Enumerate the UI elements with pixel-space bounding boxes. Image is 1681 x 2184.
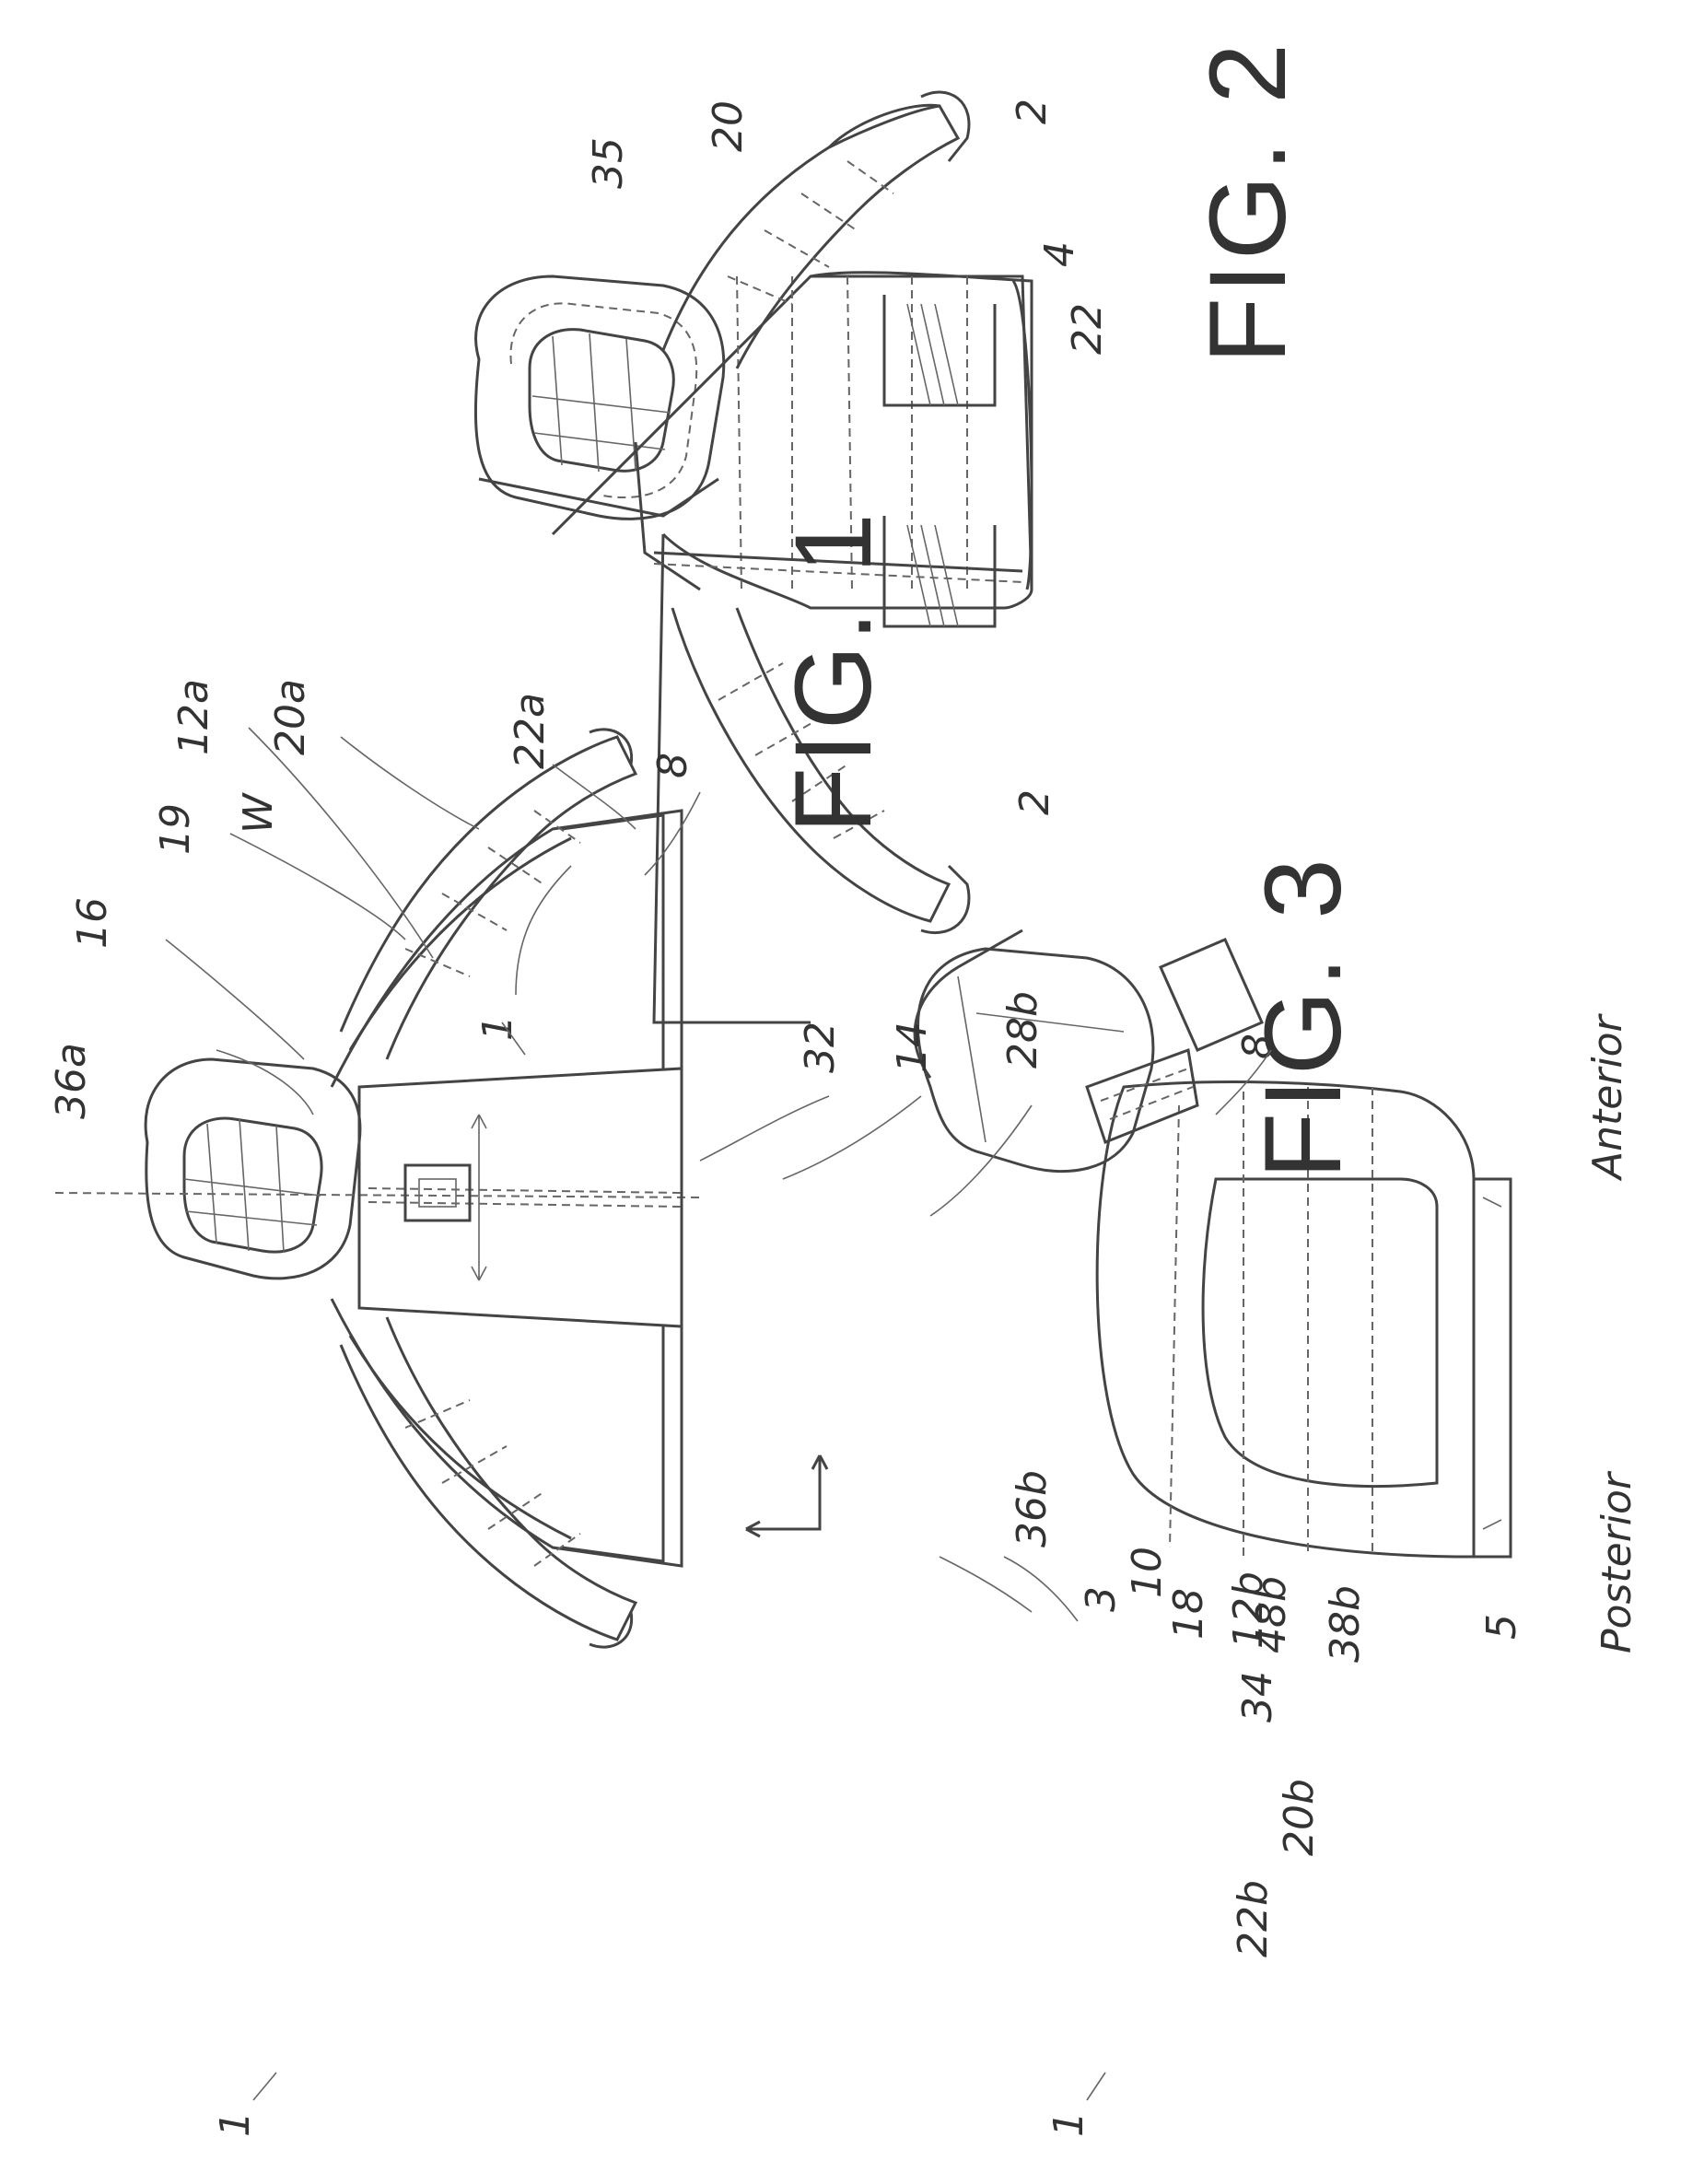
ref-3: 3 (1078, 1586, 1125, 1612)
ref-20: 20 (705, 100, 752, 152)
figure-titles: FIG. 1 FIG. 2 FIG. 3 (773, 40, 1364, 1179)
ref-8-fig3: 8 (1234, 1034, 1281, 1059)
ref-32: 32 (797, 1022, 844, 1073)
label-posterior: Posterior (1593, 1470, 1640, 1653)
ref-5: 5 (1478, 1614, 1525, 1640)
ref-48b: 48b (1248, 1576, 1295, 1653)
ref-36a: 36a (48, 1043, 95, 1119)
ref-2-bottom: 2 (1011, 789, 1058, 815)
ref-8-fig1: 8 (649, 753, 696, 778)
ref-10: 10 (1124, 1547, 1171, 1598)
ref-1-fig3: 1 (1045, 2111, 1092, 2137)
ref-22: 22 (1064, 303, 1111, 355)
ref-1-fig2: 1 (474, 1015, 521, 1041)
ref-22b: 22b (1230, 1880, 1277, 1957)
ref-36b: 36b (1009, 1470, 1056, 1547)
ref-18: 18 (1165, 1588, 1212, 1640)
ref-38b: 38b (1322, 1585, 1369, 1663)
label-anterior: Anterior (1584, 1012, 1631, 1182)
ref-35: 35 (585, 137, 632, 189)
ref-20a: 20a (267, 679, 314, 755)
ref-14: 14 (889, 1022, 936, 1073)
fig1-jacket-drawing (55, 730, 827, 1647)
leader-lines (166, 728, 1271, 2100)
ref-1: 1 (212, 2111, 259, 2137)
ref-12a: 12a (170, 679, 217, 755)
ref-20b: 20b (1276, 1779, 1323, 1856)
fig2-title: FIG. 2 (1187, 40, 1309, 364)
ref-4: 4 (1036, 241, 1083, 267)
ref-22a: 22a (507, 693, 554, 769)
fig1-title: FIG. 1 (773, 509, 894, 834)
fig2-jacket-drawing (475, 92, 1032, 1022)
ref-34: 34 (1234, 1671, 1281, 1723)
ref-W: W (235, 792, 282, 834)
ref-16: 16 (69, 897, 116, 949)
fig3-title: FIG. 3 (1243, 855, 1364, 1179)
ref-19: 19 (152, 803, 199, 855)
fig1-reference-labels: 1 36a 16 19 12a W 20a 22a 8 32 14 36b 10… (48, 679, 1323, 2137)
ref-28b: 28b (999, 991, 1046, 1069)
ref-2-top: 2 (1009, 99, 1056, 124)
